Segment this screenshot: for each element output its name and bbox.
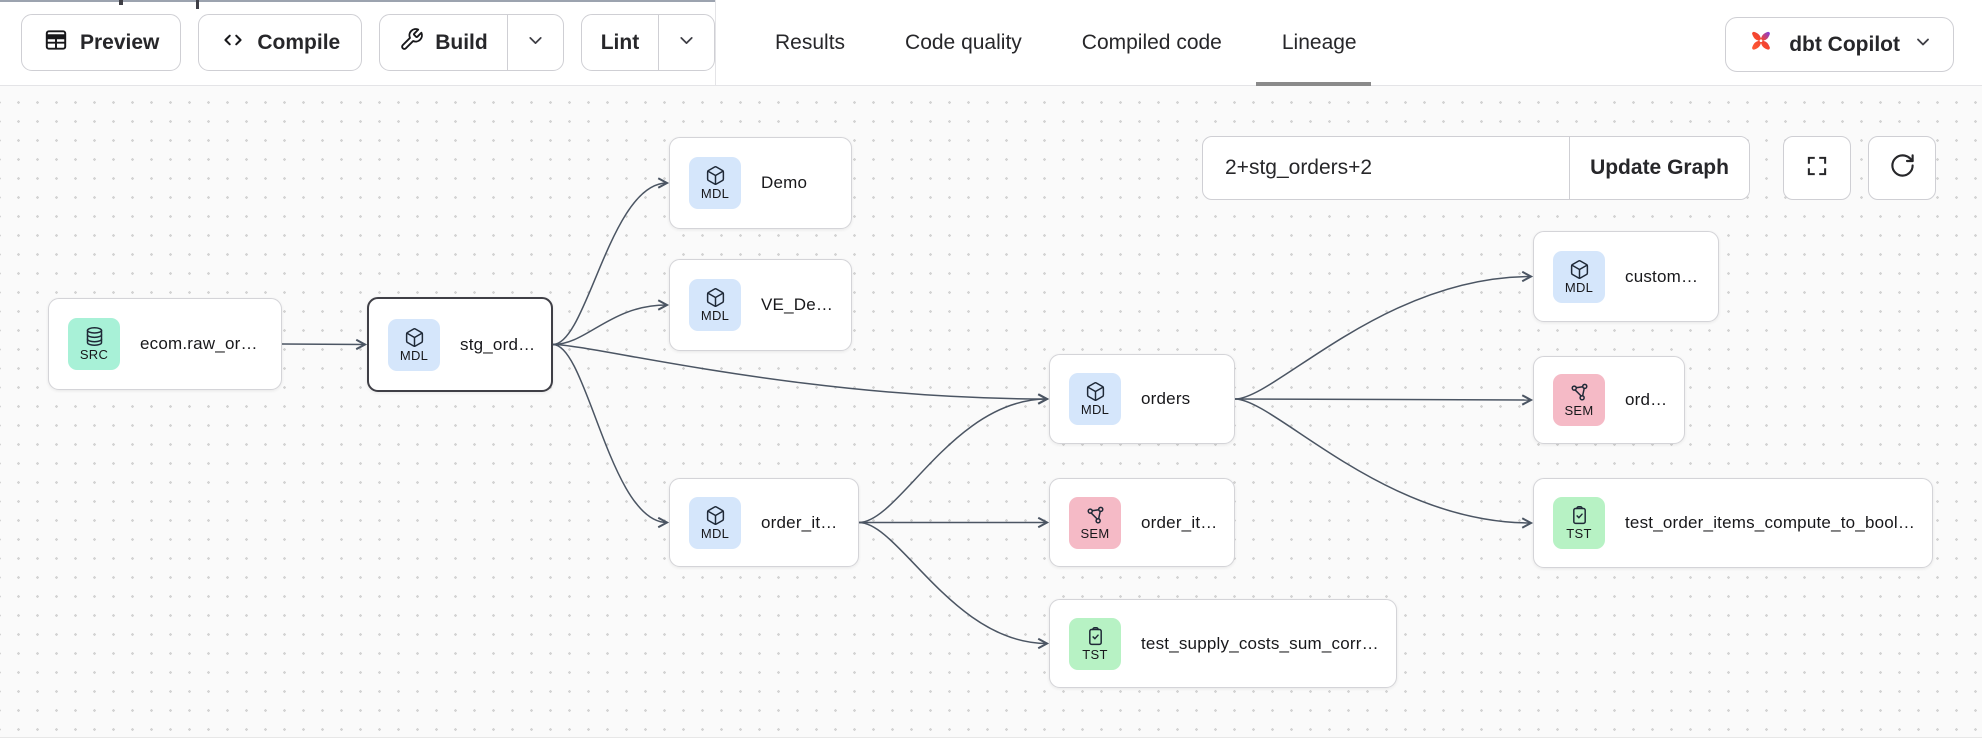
node-label: order_items <box>761 512 853 532</box>
graph-icon <box>1085 505 1106 526</box>
node-type-badge: MDL <box>1553 250 1605 303</box>
node-label: test_supply_costs_sum_correctly <box>1141 633 1396 653</box>
build-dropdown-button[interactable] <box>506 15 563 70</box>
toolbar-tabs-divider <box>715 0 716 86</box>
compile-label: Compile <box>257 30 341 54</box>
lineage-node-test_supply[interactable]: TST test_supply_costs_sum_correctly <box>1049 599 1397 688</box>
code-icon <box>220 27 246 59</box>
tab-results[interactable]: Results <box>775 31 846 54</box>
lineage-node-raw_orders[interactable]: SRC ecom.raw_orders <box>48 298 282 390</box>
tab-lineage[interactable]: Lineage <box>1255 0 1371 86</box>
cube-icon <box>404 327 425 348</box>
lint-split-button: Lint <box>580 14 716 71</box>
result-tabs: Results Code quality Compiled code Linea… <box>775 0 1371 86</box>
update-graph-button[interactable]: Update Graph <box>1569 137 1749 199</box>
wrench-icon <box>399 27 424 58</box>
node-label: orders <box>1141 389 1191 408</box>
editor-cursor-remnant <box>196 0 199 9</box>
lineage-node-demo[interactable]: MDL Demo <box>669 137 852 229</box>
lineage-node-orders_mdl[interactable]: MDL orders <box>1049 354 1235 444</box>
cube-icon <box>1569 259 1590 280</box>
node-label: Demo <box>761 173 808 192</box>
cube-icon <box>705 165 726 186</box>
lineage-node-order_items[interactable]: MDL order_items <box>669 478 859 567</box>
node-label: customers <box>1625 266 1706 286</box>
node-label: test_order_items_compute_to_bools_c... <box>1625 513 1932 532</box>
graph-icon <box>1569 382 1590 403</box>
node-type-label: MDL <box>700 525 730 541</box>
build-label: Build <box>435 30 488 54</box>
build-split-button: Build <box>379 14 564 71</box>
lineage-node-ve_demo[interactable]: MDL VE_Demo <box>669 259 852 351</box>
lineage-selector-input[interactable] <box>1203 137 1569 199</box>
node-type-label: SRC <box>79 347 109 362</box>
node-type-badge: TST <box>1553 497 1605 549</box>
lineage-filter-group: Update Graph <box>1202 136 1750 200</box>
node-label: ecom.raw_orders <box>140 334 275 353</box>
node-label: VE_Demo <box>761 295 840 314</box>
fullscreen-button[interactable] <box>1783 136 1851 200</box>
node-type-label: MDL <box>1080 402 1110 417</box>
node-type-badge: SEM <box>1069 496 1121 549</box>
node-type-label: TST <box>1082 646 1108 662</box>
chevron-down-icon <box>525 30 546 56</box>
refresh-icon <box>1889 152 1916 184</box>
node-type-badge: MDL <box>388 318 440 371</box>
editor-pane-bottom-edge <box>0 0 716 2</box>
node-type-label: SEM <box>1564 403 1594 418</box>
lineage-node-order_item_sem[interactable]: SEM order_item <box>1049 478 1235 567</box>
lint-button[interactable]: Lint <box>582 15 658 70</box>
action-toolbar: Preview Compile Build <box>21 14 716 71</box>
cube-icon <box>705 287 726 308</box>
lineage-node-orders_sem[interactable]: SEM orders <box>1533 356 1685 444</box>
node-type-badge: MDL <box>689 279 741 331</box>
lineage-node-stg_orders[interactable]: MDL stg_orders <box>367 297 553 392</box>
preview-button[interactable]: Preview <box>21 14 182 71</box>
clipboard-check-icon <box>1085 626 1106 647</box>
editor-text-remnant <box>119 0 123 5</box>
node-type-badge: TST <box>1069 617 1121 670</box>
fullscreen-icon <box>1804 153 1830 184</box>
clipboard-check-icon <box>1569 505 1590 526</box>
cube-icon <box>705 505 726 526</box>
node-label: order_item <box>1141 512 1225 532</box>
preview-label: Preview <box>80 30 160 54</box>
lint-dropdown-button[interactable] <box>658 15 714 70</box>
dbt-copilot-label: dbt Copilot <box>1789 32 1900 56</box>
node-type-badge: MDL <box>689 496 741 549</box>
dbt-copilot-button[interactable]: dbt Copilot <box>1725 17 1954 72</box>
node-label: stg_orders <box>460 334 543 354</box>
cube-icon <box>1085 381 1106 402</box>
status-bar-edge <box>0 737 1982 748</box>
tab-code-quality[interactable]: Code quality <box>905 31 1022 54</box>
lineage-node-test_order_items[interactable]: TST test_order_items_compute_to_bools_c..… <box>1533 478 1933 568</box>
node-type-label: TST <box>1566 526 1592 541</box>
database-icon <box>84 326 105 347</box>
chevron-down-icon <box>676 30 697 56</box>
lint-label: Lint <box>600 30 640 54</box>
chevron-down-icon <box>1913 32 1933 58</box>
node-type-label: MDL <box>700 308 730 323</box>
compile-button[interactable]: Compile <box>198 14 363 71</box>
lineage-node-customers[interactable]: MDL customers <box>1533 231 1719 322</box>
node-type-badge: MDL <box>1069 373 1121 425</box>
node-type-label: MDL <box>1564 279 1594 295</box>
node-label: orders <box>1625 390 1675 409</box>
node-type-label: MDL <box>399 347 429 363</box>
node-type-badge: MDL <box>689 157 741 209</box>
build-button[interactable]: Build <box>380 15 507 70</box>
toolbar-header: Preview Compile Build <box>0 0 1982 86</box>
table-icon <box>43 27 69 59</box>
node-type-badge: SRC <box>68 318 120 370</box>
refresh-graph-button[interactable] <box>1868 136 1936 200</box>
node-type-badge: SEM <box>1553 374 1605 426</box>
node-type-label: SEM <box>1080 525 1110 541</box>
dbt-copilot-logo-icon <box>1746 27 1776 63</box>
node-type-label: MDL <box>700 186 730 201</box>
tab-compiled-code[interactable]: Compiled code <box>1081 31 1222 54</box>
